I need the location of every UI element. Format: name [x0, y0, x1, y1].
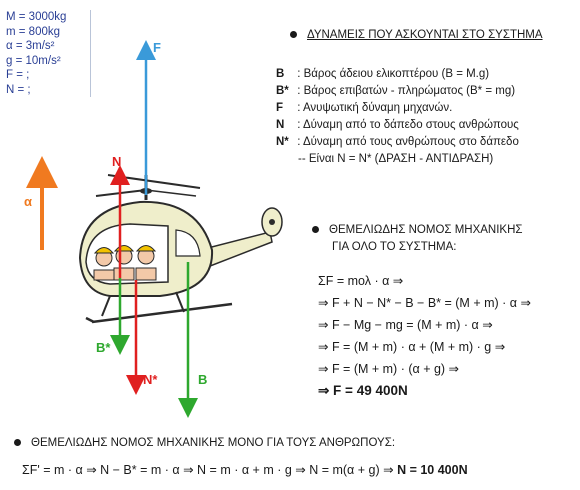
definition-B-star: B* : Βάρος επιβατών - πληρώματος (B* = m…: [276, 85, 516, 97]
definition-N-star: N* : Δύναμη από τους ανθρώπους στο δάπεδ…: [276, 136, 519, 148]
label-F: F: [153, 40, 161, 55]
skid-tip: [85, 316, 95, 324]
side-window: [175, 229, 201, 257]
people-law-equation: ΣF' = m · α ⇒ N − B* = m · α ⇒ N = m · α…: [22, 463, 468, 477]
landing-skid: [91, 302, 233, 324]
bullet-icon: [14, 439, 21, 447]
given-values-panel: M = 3000kg m = 800kg α = 3m/s² g = 10m/s…: [6, 10, 91, 97]
rotor-blade-right: [107, 174, 201, 189]
forces-section-title: ΔΥΝΑΜΕΙΣ ΠΟΥ ΑΣΚΟΥΝΤΑΙ ΣΤΟ ΣΥΣΤΗΜΑ: [290, 29, 543, 41]
tail-rotor-hub: [269, 219, 275, 225]
given-gravity: g = 10m/s²: [6, 54, 61, 67]
result-N: N = 10 400N: [397, 463, 468, 477]
given-acceleration: α = 3m/s²: [6, 40, 55, 52]
label-B-star: B*: [96, 340, 111, 355]
forces-definitions: B : Βάρος άδειου ελικοπτέρου (B = M.g) B…: [276, 66, 519, 168]
system-law-derivation: ΣF = mολ · α ⇒ ⇒ F + N − N* − B − B* = (…: [318, 270, 531, 402]
label-N: N: [112, 154, 122, 169]
result-F: ⇒ F = 49 400N: [318, 383, 408, 398]
passenger-1: [93, 247, 115, 281]
system-law-title: ΘΕΜΕΛΙΩΔΗΣ ΝΟΜΟΣ ΜΗΧΑΝΙΚΗΣ ΓΙΑ ΟΛΟ ΤΟ ΣΥ…: [312, 222, 523, 256]
derivation-step-4: ⇒ F = (M + m) · α + (M + m) · g ⇒: [318, 340, 506, 354]
given-mass-people: m = 800kg: [6, 25, 61, 38]
skid-strut-front: [101, 295, 111, 317]
definition-F: F : Ανυψωτική δύναμη μηχανών.: [276, 102, 453, 114]
derivation-step-3: ⇒ F − Mg − mg = (M + m) · α ⇒: [318, 318, 493, 332]
unknown-force-F: F = ;: [6, 69, 30, 81]
people-law-title: ΘΕΜΕΛΙΩΔΗΣ ΝΟΜΟΣ ΜΗΧΑΝΙΚΗΣ ΜΟΝΟ ΓΙΑ ΤΟΥΣ…: [14, 437, 395, 449]
definition-B: B : Βάρος άδειου ελικοπτέρου (B = M.g): [276, 68, 490, 80]
bullet-icon: [290, 31, 297, 39]
skid-strut-rear: [175, 291, 185, 313]
derivation-step-1: ΣF = mολ · α ⇒: [318, 274, 404, 288]
rotor-blade-back: [145, 189, 197, 197]
unknown-force-N: N = ;: [6, 83, 31, 96]
action-reaction-note: -- Είναι N = N* (ΔΡΑΣΗ - ΑΝΤΙΔΡΑΣΗ): [298, 153, 494, 165]
passenger-3: [135, 245, 157, 281]
label-N-star: N*: [143, 372, 158, 387]
label-B: B: [198, 372, 208, 387]
definition-N: N : Δύναμη από το δάπεδο στους ανθρώπους: [276, 119, 519, 131]
given-mass-helicopter: M = 3000kg: [6, 11, 67, 23]
label-alpha: α: [24, 194, 32, 209]
derivation-step-2: ⇒ F + N − N* − B − B* = (M + m) · α ⇒: [318, 296, 531, 310]
derivation-step-5: ⇒ F = (M + m) · (α + g) ⇒: [318, 362, 460, 376]
bullet-icon: [312, 226, 319, 234]
